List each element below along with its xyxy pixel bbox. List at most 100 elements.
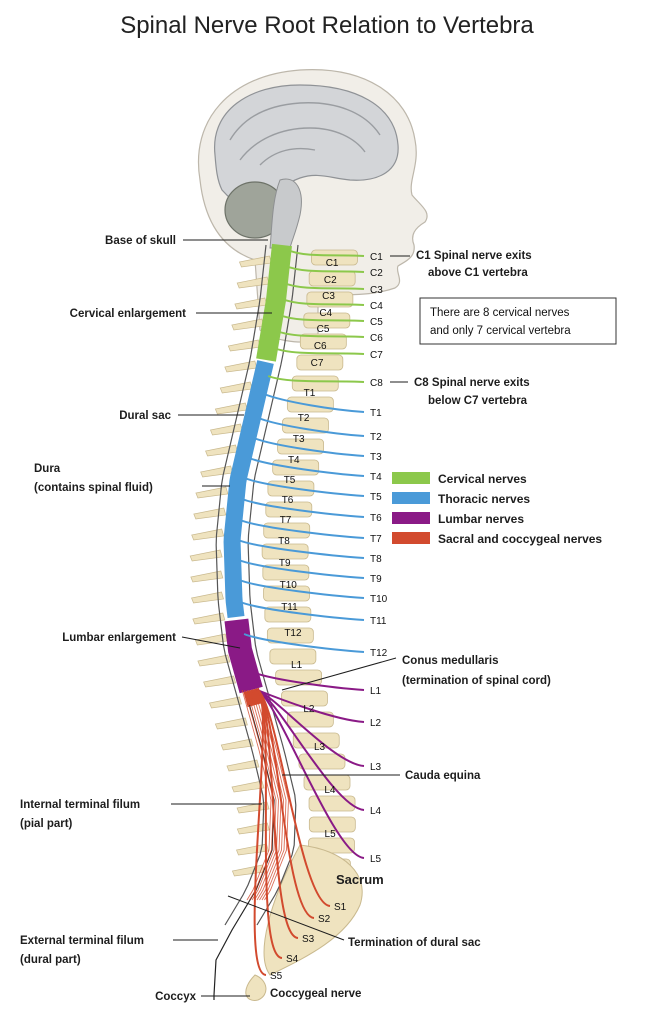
vertebra-label-c7: C7 [311, 358, 324, 369]
spinous-process [197, 654, 231, 667]
vertebra-label-c1: C1 [326, 258, 339, 269]
cervical-note-box [419, 297, 617, 345]
nerve-l4 [256, 689, 365, 811]
vertebral-column [189, 249, 363, 1001]
nerve-label-t8: T8 [370, 554, 382, 565]
spinous-process [231, 780, 265, 793]
label-termination-dural-sac: Termination of dural sac [348, 937, 481, 949]
label-cervical-enlargement: Cervical enlargement [70, 308, 187, 320]
cord-sacral [243, 687, 264, 708]
vertebra-label-t7: T7 [280, 515, 292, 526]
label-sacrum: Sacrum [336, 872, 384, 887]
spinous-process [224, 360, 258, 373]
cauda-equina-fiber [246, 689, 277, 901]
nerve-label-c6: C6 [370, 333, 383, 344]
nerve-c8 [267, 375, 365, 383]
nerve-label-t4: T4 [370, 472, 382, 483]
spinous-process [226, 759, 260, 772]
cauda-equina-fiber [251, 689, 282, 901]
cauda-equina-fiber [244, 689, 274, 901]
spinous-process [227, 339, 261, 352]
nerve-label-s1: S1 [334, 902, 347, 913]
spinous-process [236, 801, 270, 814]
nerve-label-s5: S5 [270, 971, 283, 982]
vertebra-label-l2: L2 [303, 704, 315, 715]
legend-label: Sacral and coccygeal nerves [438, 532, 602, 546]
nerve-label-t12: T12 [370, 648, 388, 659]
spinous-process [203, 675, 237, 688]
nerve-label-c1: C1 [370, 252, 383, 263]
label-dural-sac: Dural sac [119, 410, 171, 422]
nerve-label-c7: C7 [370, 350, 383, 361]
note-c8-sub: below C7 vertebra [428, 395, 528, 407]
spinous-process [236, 822, 270, 835]
vertebra-label-t5: T5 [284, 475, 296, 486]
nerve-l2 [256, 689, 365, 723]
nerve-c3 [283, 282, 365, 290]
vertebra-label-c5: C5 [317, 324, 330, 335]
legend-swatch [392, 472, 430, 484]
vertebra-label-c4: C4 [319, 308, 332, 319]
nerve-t7 [239, 519, 365, 539]
nerve-label-t6: T6 [370, 513, 382, 524]
note-c1-sub: above C1 vertebra [428, 267, 528, 279]
nerve-label-c2: C2 [370, 268, 383, 279]
nerve-label-l5: L5 [370, 854, 382, 865]
nerve-c6 [276, 330, 365, 338]
label-conus-medullaris-sub: (termination of spinal cord) [402, 675, 551, 687]
spinous-process [191, 591, 224, 604]
nerve-t8 [237, 539, 365, 559]
label-internal-terminal-filum: Internal terminal filum [20, 799, 140, 811]
vertebral-body [296, 354, 344, 371]
label-lumbar-enlargement: Lumbar enlargement [62, 632, 176, 644]
dural-sac [215, 244, 299, 926]
coccyx-bone [245, 974, 267, 1001]
legend-swatch [392, 492, 430, 504]
spinous-process [208, 696, 242, 709]
vertebra-label-l1: L1 [291, 660, 303, 671]
label-coccyx: Coccyx [155, 991, 197, 1003]
label-dura-sub: (contains spinal fluid) [34, 482, 153, 494]
page-title: Spinal Nerve Root Relation to Vertebra [120, 12, 534, 39]
vertebral-body [311, 249, 358, 266]
vertebral-body [269, 648, 317, 665]
note-c8: C8 Spinal nerve exits [414, 377, 530, 389]
nerve-c5 [279, 314, 365, 322]
nerve-l3 [256, 689, 365, 767]
vertebra-label-t8: T8 [278, 536, 290, 547]
vertebral-body [291, 375, 339, 392]
nerve-label-t1: T1 [370, 408, 382, 419]
vertebra-label-l4: L4 [324, 785, 336, 796]
nerve-label-t3: T3 [370, 452, 382, 463]
nerve-label-l1: L1 [370, 686, 382, 697]
nerve-label-t11: T11 [370, 616, 387, 627]
spinous-process [193, 507, 227, 520]
nerve-label-l4: L4 [370, 806, 382, 817]
dura-left-wall [215, 244, 267, 926]
nerve-t6 [241, 498, 365, 518]
cervical-note-line2: and only 7 cervical vertebra [430, 325, 571, 337]
nerve-t1 [263, 393, 365, 413]
dura-right-wall [247, 244, 299, 926]
nerve-label-t7: T7 [370, 534, 382, 545]
legend-label: Cervical nerves [438, 472, 527, 486]
vertebra-label-t9: T9 [279, 558, 291, 569]
nerve-label-t10: T10 [370, 594, 388, 605]
vertebra-label-c2: C2 [324, 275, 337, 286]
nerve-label-s2: S2 [318, 914, 331, 925]
cord-lumbar [224, 618, 263, 694]
spinous-process [195, 486, 229, 499]
nerve-t11 [239, 601, 365, 621]
vertebra-label-t12: T12 [284, 628, 302, 639]
label-internal-terminal-filum-sub: (pial part) [20, 818, 73, 830]
nerve-label-c5: C5 [370, 317, 383, 328]
vertebra-label-l5: L5 [325, 829, 337, 840]
legend-label: Lumbar nerves [438, 512, 524, 526]
cord-thoracic [223, 360, 274, 619]
label-dura: Dura [34, 463, 61, 475]
vertebra-label-l3: L3 [314, 742, 326, 753]
vertebra-label-c3: C3 [322, 291, 335, 302]
spinous-process [214, 402, 248, 415]
nerve-l5 [256, 689, 365, 859]
